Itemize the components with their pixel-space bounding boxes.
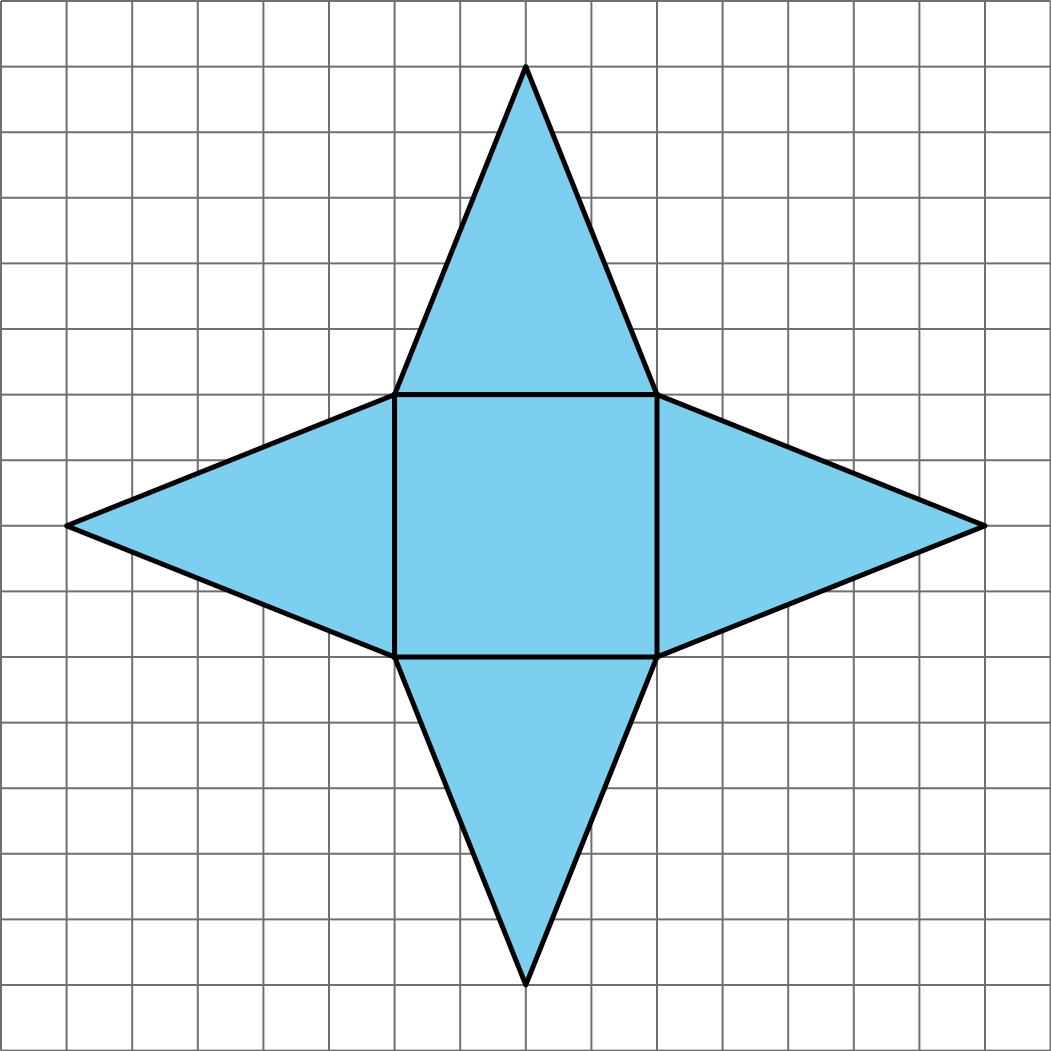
square-base (392, 392, 660, 660)
pyramid-net (64, 64, 988, 988)
